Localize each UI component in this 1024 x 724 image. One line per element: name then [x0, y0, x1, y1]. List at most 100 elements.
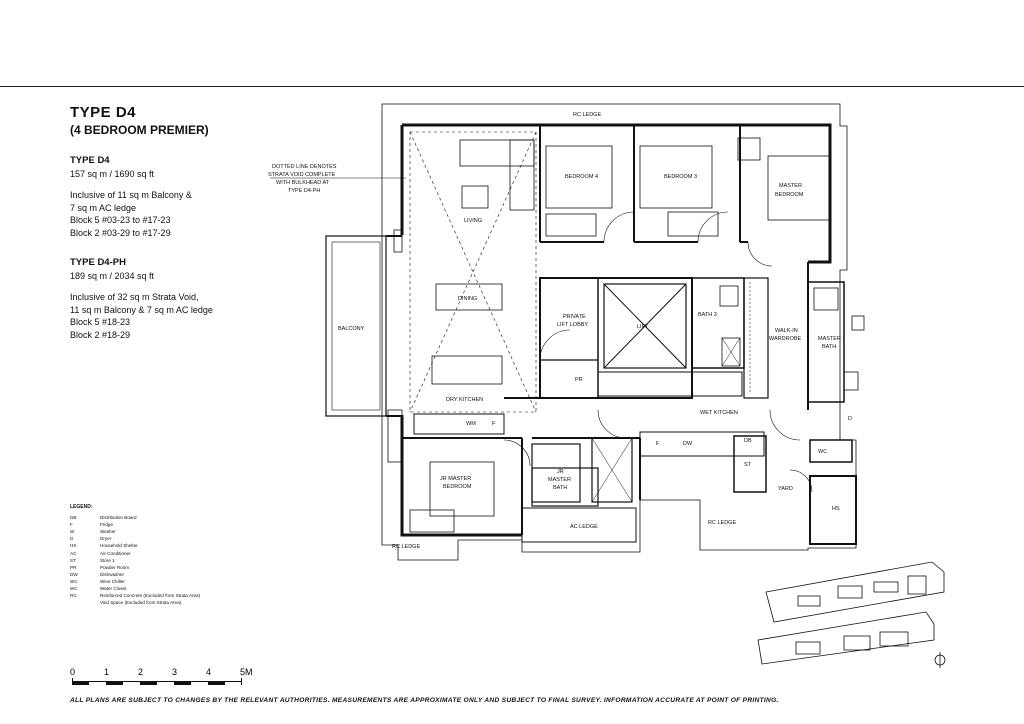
type-d4-heading: TYPE D4	[70, 155, 110, 166]
master-bedroom-label: MASTER	[779, 183, 802, 189]
legend-item: Void Space (Excluded from Strata Area)	[70, 599, 270, 606]
legend-description: Air-Conditioner	[100, 550, 131, 556]
type-d4-section: TYPE D4 157 sq m / 1690 sq ft Inclusive …	[70, 155, 290, 239]
scale-tick-label: 1	[104, 667, 109, 677]
legend-code: WC	[70, 578, 78, 584]
type-d4-inclusive-1: Inclusive of 11 sq m Balcony &	[70, 190, 192, 200]
legend-title: LEGEND:	[70, 504, 93, 510]
legend-item: DB Distribution Board	[70, 514, 270, 521]
scale-ticks: 0 1 2 3 4 5M	[70, 667, 253, 677]
legend-code: RC	[70, 593, 77, 599]
legend-item: WC Wine Chiller	[70, 578, 270, 585]
legend-item: ST Store 1	[70, 557, 270, 564]
legend-code: ST	[70, 557, 76, 563]
disclaimer: ALL PLANS ARE SUBJECT TO CHANGES BY THE …	[70, 697, 779, 704]
type-d4-block2: Block 2 #03-29 to #17-29	[70, 227, 171, 238]
dining-label: DINING	[458, 296, 477, 302]
dishwasher-label: DW	[683, 441, 693, 447]
distribution-board-label: DB	[744, 438, 752, 444]
legend-description: Distribution Board	[100, 515, 137, 521]
legend-item: AC Air-Conditioner	[70, 550, 270, 557]
master-bath-label-2: BATH	[822, 344, 836, 350]
walk-in-wardrobe-label-2: WARDROBE	[769, 336, 802, 342]
private-lift-lobby-label-2: LIFT LOBBY	[557, 322, 588, 328]
household-shelter-label: HS	[832, 506, 840, 512]
type-d4ph-heading: TYPE D4-PH	[70, 257, 126, 268]
type-d4ph-area: 189 sq m / 2034 sq ft	[70, 270, 155, 281]
legend-description: Water Closet	[100, 586, 127, 592]
rc-ledge-top-label: RC LEDGE	[573, 112, 601, 118]
scale-tick-label: 3	[172, 667, 177, 677]
dryer-label: D	[848, 416, 852, 422]
jr-master-bath-label: JR	[557, 469, 564, 475]
legend-item: HS Household Shelter	[70, 542, 270, 549]
legend-code: DB	[70, 515, 77, 521]
type-d4ph-inclusive-1: Inclusive of 32 sq m Strata Void,	[70, 292, 199, 302]
bath-3-label: BATH 3	[698, 312, 717, 318]
scale-line	[72, 681, 242, 682]
legend-code: F	[70, 522, 73, 528]
type-d4ph-inclusive-2: 11 sq m Balcony & 7 sq m AC ledge	[70, 304, 213, 315]
wet-kitchen-label: WET KITCHEN	[700, 410, 738, 416]
bedroom-3-label: BEDROOM 3	[664, 174, 697, 180]
header-divider	[0, 86, 1024, 87]
washer-label: WM	[466, 421, 476, 427]
master-bedroom-label-2: BEDROOM	[775, 192, 804, 198]
legend-description: Void Space (Excluded from Strata Area)	[100, 600, 182, 606]
jr-master-bedroom-label-2: BEDROOM	[443, 484, 472, 490]
jr-master-bath-label-2: MASTER	[548, 477, 571, 483]
bedroom-4-label: BEDROOM 4	[565, 174, 598, 180]
type-d4ph-section: TYPE D4-PH 189 sq m / 2034 sq ft Inclusi…	[70, 257, 290, 341]
legend-code: HS	[70, 543, 77, 549]
type-d4ph-block2: Block 2 #18-29	[70, 329, 131, 340]
note-line-4: TYPE D4-PH	[288, 188, 320, 194]
rc-ledge-right-label: RC LEDGE	[708, 520, 736, 526]
legend-description: Dishwasher	[100, 571, 124, 577]
scale-bar: 0 1 2 3 4 5M	[70, 667, 253, 685]
type-d4-area: 157 sq m / 1690 sq ft	[70, 168, 155, 179]
dry-kitchen-label: DRY KITCHEN	[446, 397, 483, 403]
unit-type-subtitle: (4 BEDROOM PREMIER)	[70, 123, 209, 137]
balcony-label: BALCONY	[338, 326, 365, 332]
legend-description: Reinforced Concrete (Excluded from Strat…	[100, 593, 201, 599]
legend-code: AC	[70, 550, 77, 556]
scale-tick-label: 4	[206, 667, 211, 677]
legend-description: Washer	[100, 529, 116, 535]
legend-item: PR Powder Room	[70, 564, 270, 571]
scale-tick-label: 2	[138, 667, 143, 677]
legend-code	[70, 599, 100, 606]
unit-type-title: TYPE D4	[70, 104, 137, 121]
type-d4-inclusive-2: 7 sq m AC ledge	[70, 202, 137, 213]
jr-master-bath-label-3: BATH	[553, 485, 567, 491]
legend-code: PR	[70, 564, 77, 570]
legend-item: F Fridge	[70, 521, 270, 528]
private-lift-lobby-label: PRIVATE	[563, 314, 586, 320]
legend-description: Powder Room	[100, 564, 130, 570]
unit-info-panel: TYPE D4 (4 BEDROOM PREMIER) TYPE D4 157 …	[70, 104, 290, 341]
fridge-wet-label: F	[656, 441, 660, 447]
master-bath-label: MASTER	[818, 336, 841, 342]
legend-description: Dryer	[100, 536, 112, 542]
legend-description: Fridge	[100, 522, 114, 528]
legend-description: Household Shelter	[100, 543, 138, 549]
legend-description: Wine Chiller	[100, 578, 125, 584]
type-d4ph-block5: Block 5 #18-23	[70, 317, 131, 327]
site-key-plan	[757, 561, 946, 668]
walk-in-wardrobe-label: WALK-IN	[775, 328, 798, 334]
scale-tick-label: 0	[70, 667, 75, 677]
store-label: ST	[744, 462, 752, 468]
wc-label: WC	[818, 449, 827, 455]
scale-tick-label: 5M	[240, 667, 253, 677]
powder-room-label: PR	[575, 377, 583, 383]
jr-master-bedroom-label: JR MASTER	[440, 476, 471, 482]
legend-description: Store 1	[100, 557, 115, 563]
ac-ledge-label: AC LEDGE	[570, 524, 598, 530]
legend-code: DW	[70, 571, 78, 577]
yard-label: YARD	[778, 486, 793, 492]
legend-item: RC Reinforced Concrete (Excluded from Str…	[70, 592, 270, 599]
lift-label: LIFT	[637, 324, 649, 330]
